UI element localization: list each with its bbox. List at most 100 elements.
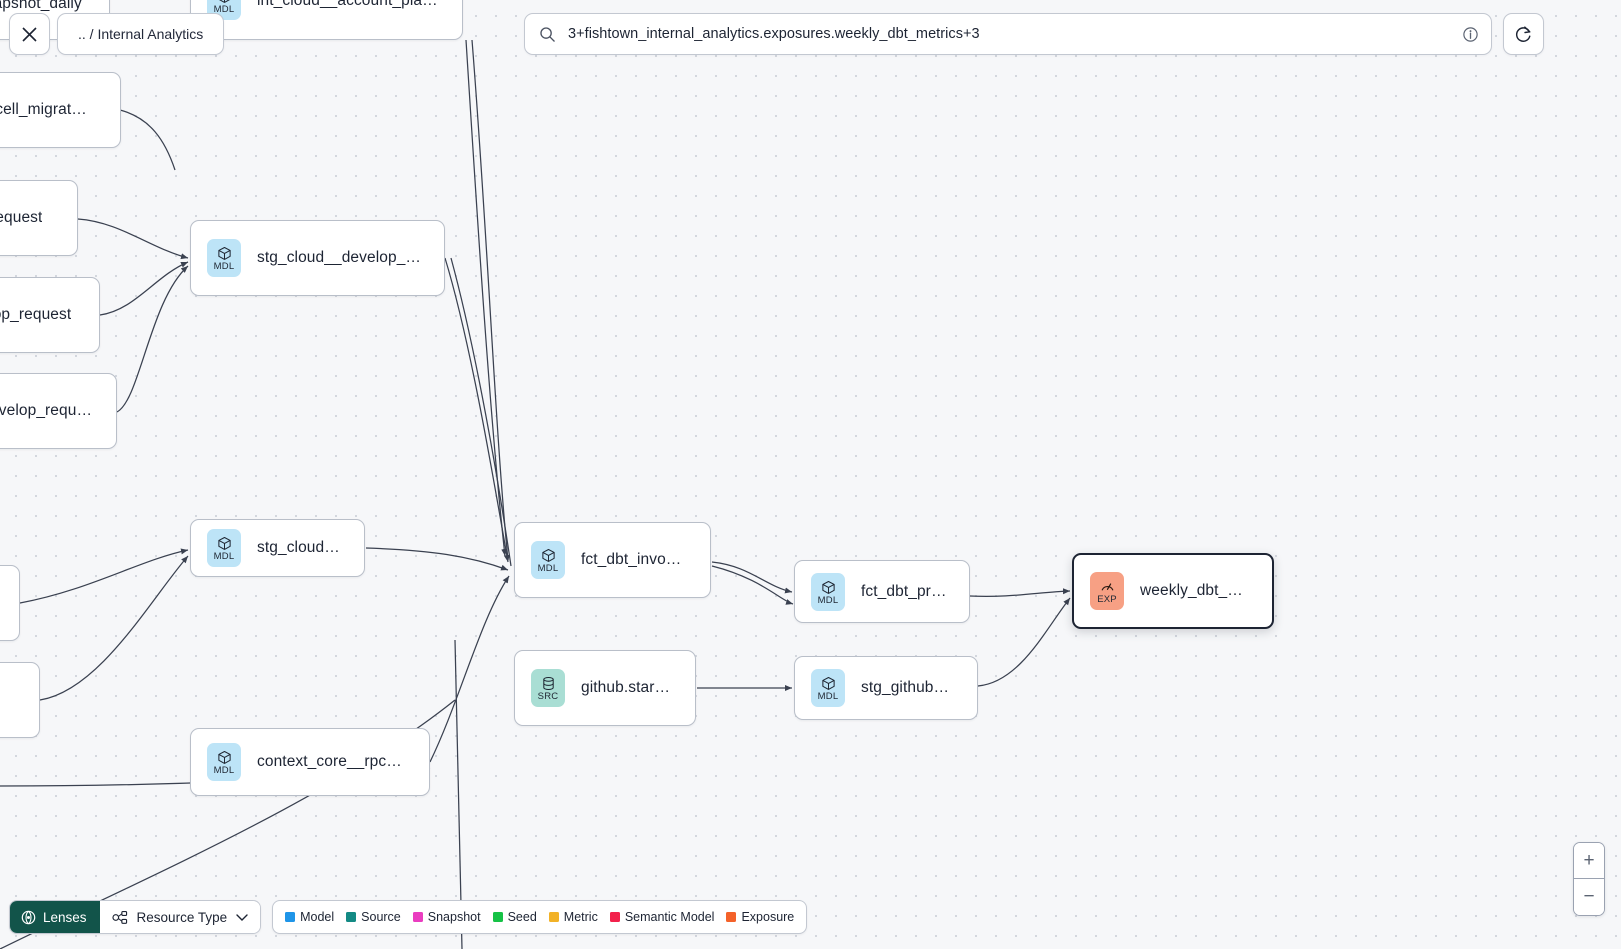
lineage-node[interactable]: MDL…_develop_request [0, 373, 117, 449]
node-type-badge-label: MDL [213, 261, 235, 272]
legend-item[interactable]: Metric [548, 910, 598, 924]
node-label: stg_cloud__develop_requests [257, 249, 422, 266]
legend-label: Snapshot [427, 910, 481, 924]
legend-item[interactable]: Semantic Model [609, 910, 714, 924]
legend-swatch [285, 912, 296, 922]
legend-label: Seed [507, 910, 537, 924]
node-label: fct_dbt_invocations [581, 551, 688, 568]
node-type-badge-mdl: MDL [207, 743, 241, 781]
legend-swatch [609, 912, 620, 922]
legend-item[interactable]: Seed [492, 910, 537, 924]
lineage-node[interactable]: MDL fct_dbt_invocations [514, 522, 711, 598]
node-type-badge-src: SRC [531, 669, 565, 707]
legend-label: Metric [563, 910, 598, 924]
search-bar[interactable] [524, 13, 1492, 55]
lineage-node[interactable]: MDL fct_dbt_projects [794, 560, 970, 623]
cube-icon [217, 536, 232, 551]
node-label: context_core__rpc_request [257, 753, 407, 770]
lens-icon [21, 910, 36, 924]
node-type-badge-label: SRC [537, 691, 559, 702]
node-label: weekly_dbt_metrics [1140, 582, 1250, 599]
node-type-badge-label: MDL [537, 563, 559, 574]
lineage-node[interactable]: MDL….run [0, 662, 40, 738]
lenses-label: Lenses [43, 909, 87, 925]
resource-type-dropdown[interactable]: Resource Type [99, 901, 261, 933]
zoom-out-button[interactable]: − [1574, 879, 1604, 915]
resource-type-legend: Model Source Snapshot Seed Metric Semantic Mo… [272, 900, 808, 934]
cube-icon [217, 750, 232, 765]
node-type-badge-mdl: MDL [207, 529, 241, 567]
node-label: …p_request [0, 209, 43, 226]
node-label: …velop_request [0, 306, 72, 323]
legend-item[interactable]: Exposure [726, 910, 794, 924]
node-type-badge-label: MDL [817, 594, 839, 606]
node-type-badge-exp: EXP [1090, 572, 1124, 610]
lenses-button[interactable]: Lenses [10, 901, 100, 933]
node-type-badge-label: MDL [213, 765, 235, 776]
bottom-toolbar: Lenses Resource Type Model Source Snapshot… [9, 900, 808, 934]
legend-swatch [726, 912, 737, 922]
legend-swatch [346, 912, 357, 922]
lineage-node[interactable]: MDL int_cloud__account_plan_history [190, 0, 463, 40]
node-type-badge-mdl: MDL [531, 541, 565, 579]
node-type-badge-label: MDL [213, 551, 235, 562]
database-icon [541, 676, 556, 691]
node-label: …_develop_request [0, 402, 94, 419]
node-type-badge-label: EXP [1097, 594, 1117, 605]
node-type-badge-mdl: MDL [811, 572, 845, 611]
legend-label: Model [300, 910, 335, 924]
breadcrumb[interactable]: .. / Internal Analytics [57, 13, 225, 55]
legend-swatch [492, 912, 503, 922]
legend-swatch [548, 912, 559, 922]
node-label: multicell_migrat… [0, 101, 87, 118]
cube-icon [541, 548, 556, 563]
cube-icon [217, 246, 232, 261]
lineage-node[interactable]: MDL…velop_request [0, 277, 100, 353]
legend-label: Exposure [741, 910, 795, 924]
refresh-button[interactable] [1503, 13, 1544, 55]
lineage-node[interactable]: MDL context_core__rpc_request [190, 728, 430, 796]
node-label: fct_dbt_projects [861, 582, 947, 600]
nodes-icon [111, 910, 127, 924]
gauge-icon [1100, 579, 1115, 594]
node-type-badge-label: MDL [817, 691, 839, 702]
lineage-node[interactable]: EXP weekly_dbt_metrics [1072, 553, 1274, 629]
lineage-node[interactable]: MDLmulticell_migrat… [0, 72, 121, 148]
node-type-badge-label: MDL [213, 4, 235, 15]
chevron-down-icon [236, 913, 248, 921]
cube-icon [217, 0, 232, 4]
lineage-node[interactable]: MDL stg_cloud__runs [190, 519, 365, 577]
info-icon[interactable] [1462, 26, 1479, 43]
zoom-controls: + − [1573, 842, 1605, 916]
legend-label: Source [361, 910, 401, 924]
node-label: github.stargazers [581, 679, 673, 696]
legend-item[interactable]: Snapshot [412, 910, 481, 924]
close-button[interactable] [9, 13, 50, 55]
lineage-node[interactable]: MDL…n [0, 565, 20, 641]
cube-icon [821, 676, 836, 691]
node-type-badge-mdl: MDL [207, 239, 241, 277]
close-icon [22, 26, 37, 42]
zoom-in-button[interactable]: + [1574, 843, 1604, 879]
lens-group: Lenses Resource Type [9, 900, 262, 934]
lineage-node[interactable]: MDL stg_cloud__develop_requests [190, 220, 445, 296]
lineage-node[interactable]: MDL stg_github__stars [794, 656, 978, 720]
legend-item[interactable]: Model [285, 910, 334, 924]
lineage-node[interactable]: SRC github.stargazers [514, 650, 696, 726]
resource-type-label: Resource Type [136, 909, 228, 925]
node-label: stg_cloud__runs [257, 539, 342, 556]
node-label: int_cloud__account_plan_history [257, 0, 440, 9]
legend-swatch [412, 912, 423, 922]
legend-item[interactable]: Source [346, 910, 401, 924]
search-input[interactable] [566, 25, 1462, 43]
refresh-icon [1515, 25, 1531, 42]
cube-icon [821, 580, 836, 595]
search-icon [540, 26, 555, 42]
node-label: snapshot_daily [0, 0, 82, 12]
breadcrumb-label: .. / Internal Analytics [78, 26, 204, 42]
node-label: stg_github__stars [861, 679, 955, 696]
lineage-node[interactable]: MDL…p_request [0, 180, 78, 256]
